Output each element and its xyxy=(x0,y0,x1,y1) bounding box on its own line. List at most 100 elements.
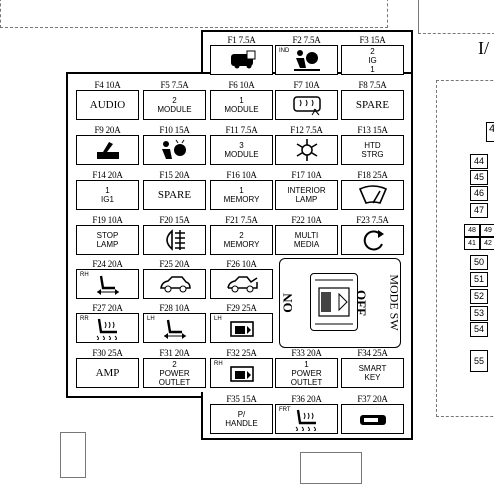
fuse-rating-label: F22 10A xyxy=(291,215,322,225)
fuse-side-label: RH xyxy=(80,272,89,278)
fuse-rating-label: F27 20A xyxy=(92,303,123,313)
fuse-symbol-box: P/HANDLE xyxy=(210,404,273,434)
fuse-rating-label: F11 7.5A xyxy=(225,125,258,135)
fuse-symbol-box xyxy=(143,135,206,165)
fuse-side-label: LH xyxy=(147,316,155,322)
relay-number-tag: 46 xyxy=(470,186,488,201)
switch-toggle-icon xyxy=(315,279,353,325)
air-conditioner-icon xyxy=(290,138,324,162)
fuse-f4: F4 10A AUDIO xyxy=(76,80,139,120)
mode-switch-slider[interactable] xyxy=(310,273,358,331)
fuse-rating-label: F19 10A xyxy=(92,215,123,225)
fuse-side-label: RR xyxy=(80,316,89,322)
fuse-symbol-box: AMP xyxy=(76,358,139,388)
fuse-rating-label: F34 25A xyxy=(357,348,388,358)
fuse-rating-label: F30 25A xyxy=(92,348,123,358)
power-seat-icon xyxy=(158,316,192,340)
relay-number-tag: 48 xyxy=(464,224,480,237)
fuse-symbol-box xyxy=(341,180,404,210)
fuse-rating-label: F37 20A xyxy=(357,394,388,404)
fuse-rating-label: F28 10A xyxy=(159,303,190,313)
fuse-rating-label: F15 20A xyxy=(159,170,190,180)
fuse-f10: F10 15A xyxy=(143,125,206,165)
relay-number-tag: 54 xyxy=(470,322,488,337)
fuse-symbol-box xyxy=(341,225,404,255)
fuse-symbol-box: LH xyxy=(143,313,206,343)
relay-number-tag: 47 xyxy=(470,203,488,218)
fuse-f37: F37 20A xyxy=(341,394,404,434)
mode-switch[interactable]: MODE SW OFF ON xyxy=(279,258,402,348)
fuse-function-label: SPARE xyxy=(157,188,192,201)
power-seat-icon xyxy=(91,272,125,296)
header-right-text: I/ xyxy=(478,38,489,58)
fuse-f26: F26 10A xyxy=(210,259,273,299)
fog-lamp-icon xyxy=(158,228,192,252)
start-button-icon xyxy=(356,228,390,252)
fuse-symbol-box xyxy=(341,404,404,434)
fuse-rating-label: F26 10A xyxy=(226,259,257,269)
airbag-indicator-icon xyxy=(290,48,324,72)
relay-number-tag: 42 xyxy=(480,237,494,250)
fuse-symbol-box xyxy=(210,269,273,299)
fuse-symbol-box xyxy=(275,135,338,165)
fuse-f23: F23 7.5A xyxy=(341,215,404,255)
fuse-rating-label: F21 7.5A xyxy=(225,215,258,225)
fuse-rating-label: F13 15A xyxy=(357,125,388,135)
fuse-rating-label: F36 20A xyxy=(291,394,322,404)
power-outlet-icon xyxy=(91,138,125,162)
fuse-symbol-box: SPARE xyxy=(143,180,206,210)
fuse-rating-label: F1 7.5A xyxy=(227,35,256,45)
fuse-symbol-box: SPARE xyxy=(341,90,404,120)
side-number-label: 4 xyxy=(486,122,494,142)
fuse-rating-label: F2 7.5A xyxy=(292,35,321,45)
fuse-side-label: LH xyxy=(214,316,222,322)
heated-seat-icon xyxy=(290,407,324,431)
relay-number-tag: 44 xyxy=(470,154,488,169)
door-lock-icon xyxy=(225,48,259,72)
housing-outline-right xyxy=(418,0,494,34)
fuse-rating-label: F10 15A xyxy=(159,125,190,135)
power-window-icon xyxy=(225,361,259,385)
fuse-function-label: AMP xyxy=(95,366,120,379)
fuse-symbol-box: LH xyxy=(210,313,273,343)
fuse-rating-label: F23 7.5A xyxy=(356,215,389,225)
fuse-rating-label: F3 15A xyxy=(359,35,386,45)
fuse-symbol-box: IND xyxy=(275,45,338,75)
relay-number-tag: 55 xyxy=(470,350,488,372)
relay-number-tag: 41 xyxy=(464,237,480,250)
fuse-rating-label: F4 10A xyxy=(94,80,121,90)
fuse-f7: F7 10A xyxy=(275,80,338,120)
fuse-function-label: AUDIO xyxy=(89,98,126,111)
fuse-rating-label: F35 15A xyxy=(226,394,257,404)
fuse-symbol-box xyxy=(76,135,139,165)
mode-switch-title: MODE SW xyxy=(387,274,402,331)
fuse-rating-label: F6 10A xyxy=(228,80,255,90)
fuse-f9: F9 20A xyxy=(76,125,139,165)
heated-seat-icon xyxy=(91,316,125,340)
fuse-function-label: P/HANDLE xyxy=(225,410,258,428)
fuse-rating-label: F24 20A xyxy=(92,259,123,269)
fuse-rating-label: F31 20A xyxy=(159,348,190,358)
airbag-icon xyxy=(158,138,192,162)
rear-defrost-icon xyxy=(290,93,324,117)
